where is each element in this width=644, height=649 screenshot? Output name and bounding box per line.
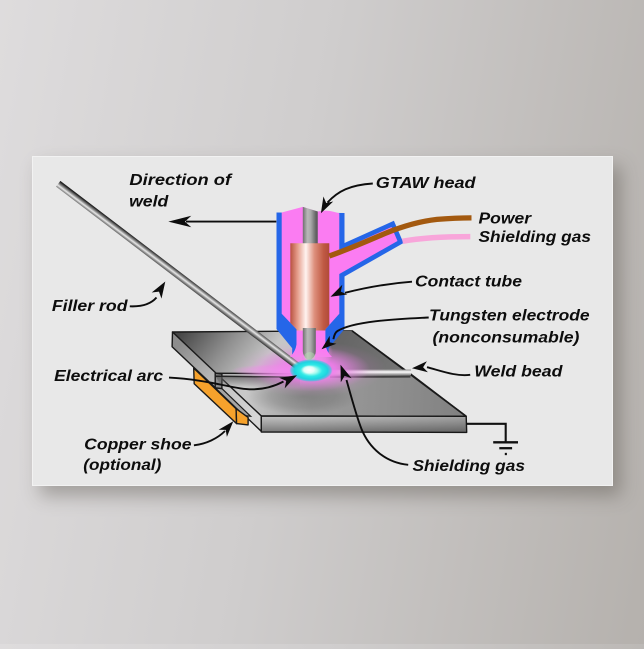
svg-text:(optional): (optional) [83, 457, 161, 474]
svg-text:(nonconsumable): (nonconsumable) [433, 330, 580, 347]
svg-text:Direction of: Direction of [129, 172, 233, 189]
svg-text:Shielding gas: Shielding gas [479, 229, 592, 246]
svg-text:Filler rod: Filler rod [52, 298, 129, 315]
svg-text:Shielding gas: Shielding gas [413, 458, 526, 475]
svg-text:Electrical arc: Electrical arc [54, 368, 163, 385]
svg-text:GTAW head: GTAW head [376, 175, 477, 192]
svg-text:Copper shoe: Copper shoe [84, 437, 191, 454]
svg-text:Contact tube: Contact tube [415, 273, 522, 290]
svg-text:weld: weld [129, 193, 170, 210]
svg-text:Tungsten electrode: Tungsten electrode [429, 307, 590, 324]
svg-text:Weld bead: Weld bead [474, 363, 563, 380]
svg-text:Power: Power [479, 210, 532, 227]
